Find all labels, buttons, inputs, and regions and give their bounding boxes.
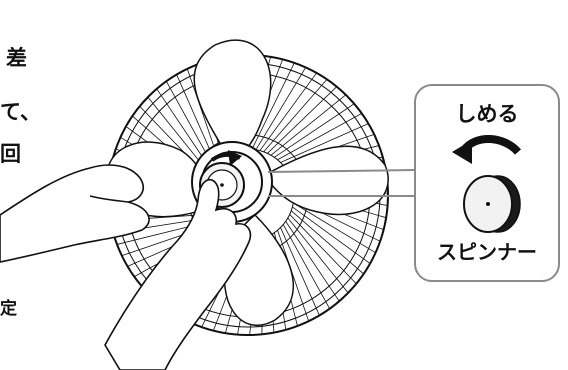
spinner-knob-icon [464,176,520,232]
instruction-text-line-2: て、 [0,96,41,126]
spinner-label: スピンナー [416,236,558,265]
tighten-arrow-icon [452,139,518,164]
spinner-callout: しめる スピンナー [414,84,560,282]
instruction-text-line-4: 定 [0,294,17,319]
instruction-text-line-1: 差 [6,42,27,72]
instruction-text-line-3: 回 [0,138,21,168]
